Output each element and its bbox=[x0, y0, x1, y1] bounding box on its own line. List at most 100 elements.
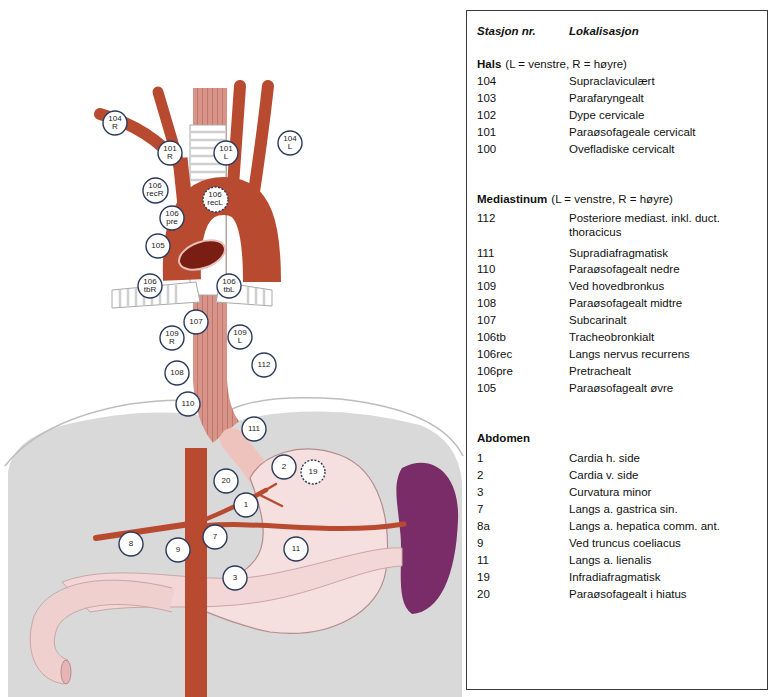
circle-shape bbox=[217, 274, 241, 298]
station-number: 109 L bbox=[233, 329, 246, 346]
circle-shape bbox=[138, 274, 162, 298]
station-number: 107 bbox=[189, 318, 202, 327]
station-number: 104 R bbox=[108, 115, 121, 132]
station-number: 104 L bbox=[283, 135, 296, 152]
table-cell: 19 bbox=[477, 570, 490, 584]
table-cell: 11 bbox=[477, 553, 489, 567]
table-cell: Ovefladiske cervicalt bbox=[569, 142, 754, 156]
circle-shape bbox=[272, 455, 296, 479]
table-cell: 111 bbox=[477, 246, 494, 260]
station-number: 7 bbox=[213, 533, 217, 542]
station-number: 106 tbR bbox=[143, 278, 156, 295]
table-cell: Paraøsofageale cervicalt bbox=[569, 125, 754, 139]
circle-text-wrap: 104 R bbox=[108, 115, 121, 132]
station-circle: 105 bbox=[145, 233, 171, 259]
circle-text-wrap: 7 bbox=[213, 533, 217, 542]
station-table: Stasjon nr.LokalisasjonHals(L = venstre,… bbox=[466, 10, 768, 690]
circle-text-wrap: 106 tbR bbox=[143, 278, 156, 295]
circle-shape bbox=[214, 469, 238, 493]
station-number: 19 bbox=[309, 468, 318, 477]
station-number: 8 bbox=[129, 540, 133, 549]
circle-shape bbox=[103, 111, 127, 135]
station-circle: 3 bbox=[222, 565, 248, 591]
table-header: Lokalisasjon bbox=[569, 24, 639, 38]
station-circle: 106 tbL bbox=[216, 273, 242, 299]
section-heading: Mediastinum bbox=[477, 192, 547, 206]
table-cell: 106rec bbox=[477, 347, 512, 361]
circle-shape bbox=[223, 566, 247, 590]
circle-text-wrap: 9 bbox=[176, 546, 180, 555]
station-circle: 2 bbox=[271, 454, 297, 480]
table-cell: Supraclaviculært bbox=[569, 74, 754, 88]
duodenum bbox=[42, 592, 172, 672]
station-number: 105 bbox=[151, 242, 164, 251]
circle-shape bbox=[278, 131, 302, 155]
station-circle: 1 bbox=[233, 492, 259, 518]
circle-shape bbox=[160, 206, 184, 230]
table-cell: Paraøsofagealt øvre bbox=[569, 381, 754, 395]
station-number: 101 L bbox=[219, 145, 232, 162]
station-circle: 19 bbox=[300, 459, 326, 485]
circle-text-wrap: 19 bbox=[309, 468, 318, 477]
table-cell: (L = venstre, R = høyre) bbox=[505, 57, 627, 71]
table-cell: 8a bbox=[477, 519, 490, 533]
table-cell: 100 bbox=[477, 142, 496, 156]
circle-text-wrap: 8 bbox=[129, 540, 133, 549]
station-circle: 9 bbox=[165, 537, 191, 563]
station-circle: 101 L bbox=[213, 140, 239, 166]
circle-shape bbox=[234, 493, 258, 517]
table-cell: Langs nervus recurrens bbox=[569, 347, 754, 361]
circle-text-wrap: 101 R bbox=[163, 145, 176, 162]
table-cell: Cardia v. side bbox=[569, 468, 754, 482]
table-cell: Supradiafragmatisk bbox=[569, 246, 754, 260]
circle-shape bbox=[146, 234, 170, 258]
station-number: 112 bbox=[258, 361, 271, 370]
table-cell: 112 bbox=[477, 211, 495, 225]
table-cell: 7 bbox=[477, 502, 483, 516]
station-number: 106 pre bbox=[165, 210, 178, 227]
circle-text-wrap: 2 bbox=[282, 463, 286, 472]
station-number: 109 R bbox=[165, 330, 178, 347]
table-cell: Cardia h. side bbox=[569, 451, 754, 465]
station-circle: 111 bbox=[241, 416, 267, 442]
station-number: 101 R bbox=[163, 145, 176, 162]
table-cell: 105 bbox=[477, 381, 496, 395]
circle-shape bbox=[203, 187, 228, 212]
circle-text-wrap: 1 bbox=[244, 501, 248, 510]
circle-shape bbox=[301, 460, 325, 484]
station-circle: 106 recR bbox=[142, 177, 169, 204]
splenic-artery bbox=[204, 524, 404, 529]
table-cell: (L = venstre, R = høyre) bbox=[551, 192, 673, 206]
circle-shape bbox=[214, 141, 238, 165]
table-cell: Paraøsofagealt i hiatus bbox=[569, 587, 754, 601]
table-cell: 104 bbox=[477, 74, 496, 88]
table-cell: 102 bbox=[477, 108, 496, 122]
circle-text-wrap: 11 bbox=[292, 545, 300, 554]
section-heading: Hals bbox=[477, 57, 501, 71]
station-circle: 110 bbox=[175, 391, 201, 417]
station-number: 106 tbL bbox=[222, 278, 235, 295]
station-circle: 109 R bbox=[159, 325, 185, 351]
station-circle: 106 tbR bbox=[137, 273, 163, 299]
circle-text-wrap: 110 bbox=[182, 400, 195, 409]
circle-shape bbox=[160, 326, 184, 350]
table-cell: Posteriore mediast. inkl. duct. thoracic… bbox=[569, 211, 754, 239]
circle-text-wrap: 111 bbox=[248, 425, 260, 434]
station-number: 108 bbox=[170, 369, 183, 378]
station-circle: 20 bbox=[213, 468, 239, 494]
circle-text-wrap: 112 bbox=[258, 361, 271, 370]
circle-text-wrap: 104 L bbox=[283, 135, 296, 152]
station-circle: 106 recL bbox=[202, 186, 229, 213]
table-cell: 106pre bbox=[477, 364, 513, 378]
table-cell: Paraøsofagealt nedre bbox=[569, 262, 754, 276]
circle-text-wrap: 106 tbL bbox=[222, 278, 235, 295]
table-cell: Ved hovedbronkus bbox=[569, 279, 754, 293]
station-circle: 104 R bbox=[102, 110, 128, 136]
station-number: 3 bbox=[233, 574, 237, 583]
station-number: 1 bbox=[244, 501, 248, 510]
table-cell: 3 bbox=[477, 485, 483, 499]
station-number: 106 recR bbox=[147, 182, 164, 199]
station-circle: 104 L bbox=[277, 130, 303, 156]
station-circle: 106 pre bbox=[159, 205, 185, 231]
